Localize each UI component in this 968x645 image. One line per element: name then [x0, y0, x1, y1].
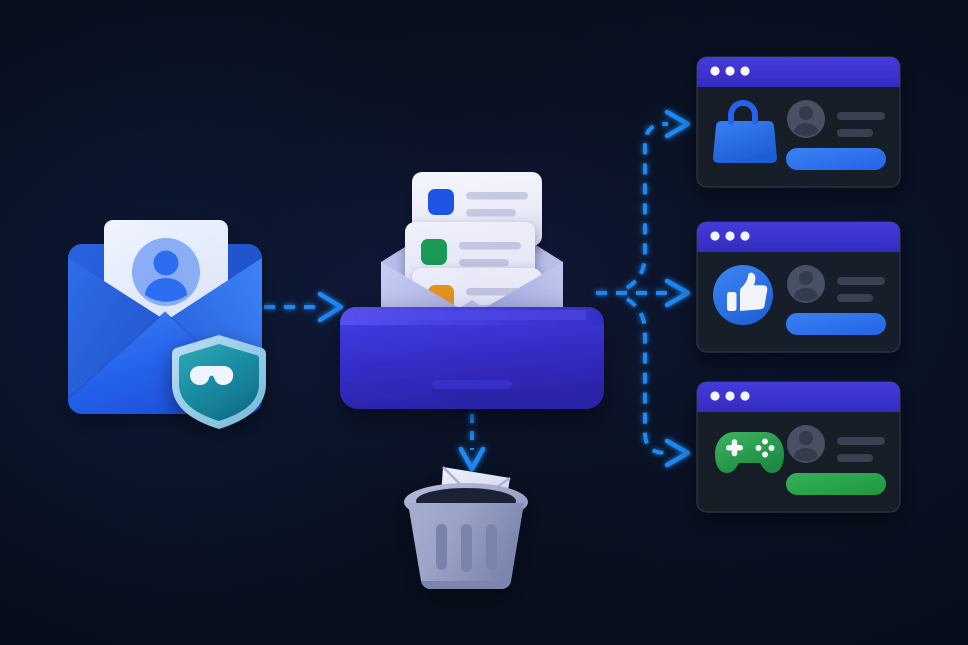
tray-front: [340, 325, 604, 409]
mask-icon: [190, 366, 234, 385]
destination-window-gaming[interactable]: [696, 381, 901, 513]
skeleton-lines: [837, 277, 885, 302]
cta-button[interactable]: [786, 148, 886, 170]
arrow-source-to-hub: [264, 291, 344, 323]
thumbs-up-icon: [713, 265, 773, 325]
envelope-left-wing: [68, 258, 168, 411]
window-dots: [710, 231, 750, 241]
arrow-hub-to-gaming: [625, 297, 691, 468]
trash-slots: [436, 524, 497, 572]
privacy-shield-badge: [171, 335, 267, 429]
arrow-hub-to-trash: [458, 414, 486, 472]
avatar: [787, 265, 825, 303]
avatar: [787, 425, 825, 463]
window-dots: [710, 66, 750, 76]
destination-window-shopping[interactable]: [696, 56, 901, 188]
destination-window-social[interactable]: [696, 221, 901, 353]
skeleton-lines: [837, 437, 885, 462]
avatar-icon: [132, 238, 200, 306]
shopping-bag-icon: [713, 100, 777, 163]
skeleton-lines: [837, 112, 885, 137]
cta-button[interactable]: [786, 313, 886, 335]
window-dots: [710, 391, 750, 401]
cta-button[interactable]: [786, 473, 886, 495]
gamepad-icon: [715, 432, 784, 473]
arrow-hub-to-shopping: [625, 109, 691, 290]
avatar: [787, 100, 825, 138]
arrow-hub-to-social: [596, 278, 691, 308]
